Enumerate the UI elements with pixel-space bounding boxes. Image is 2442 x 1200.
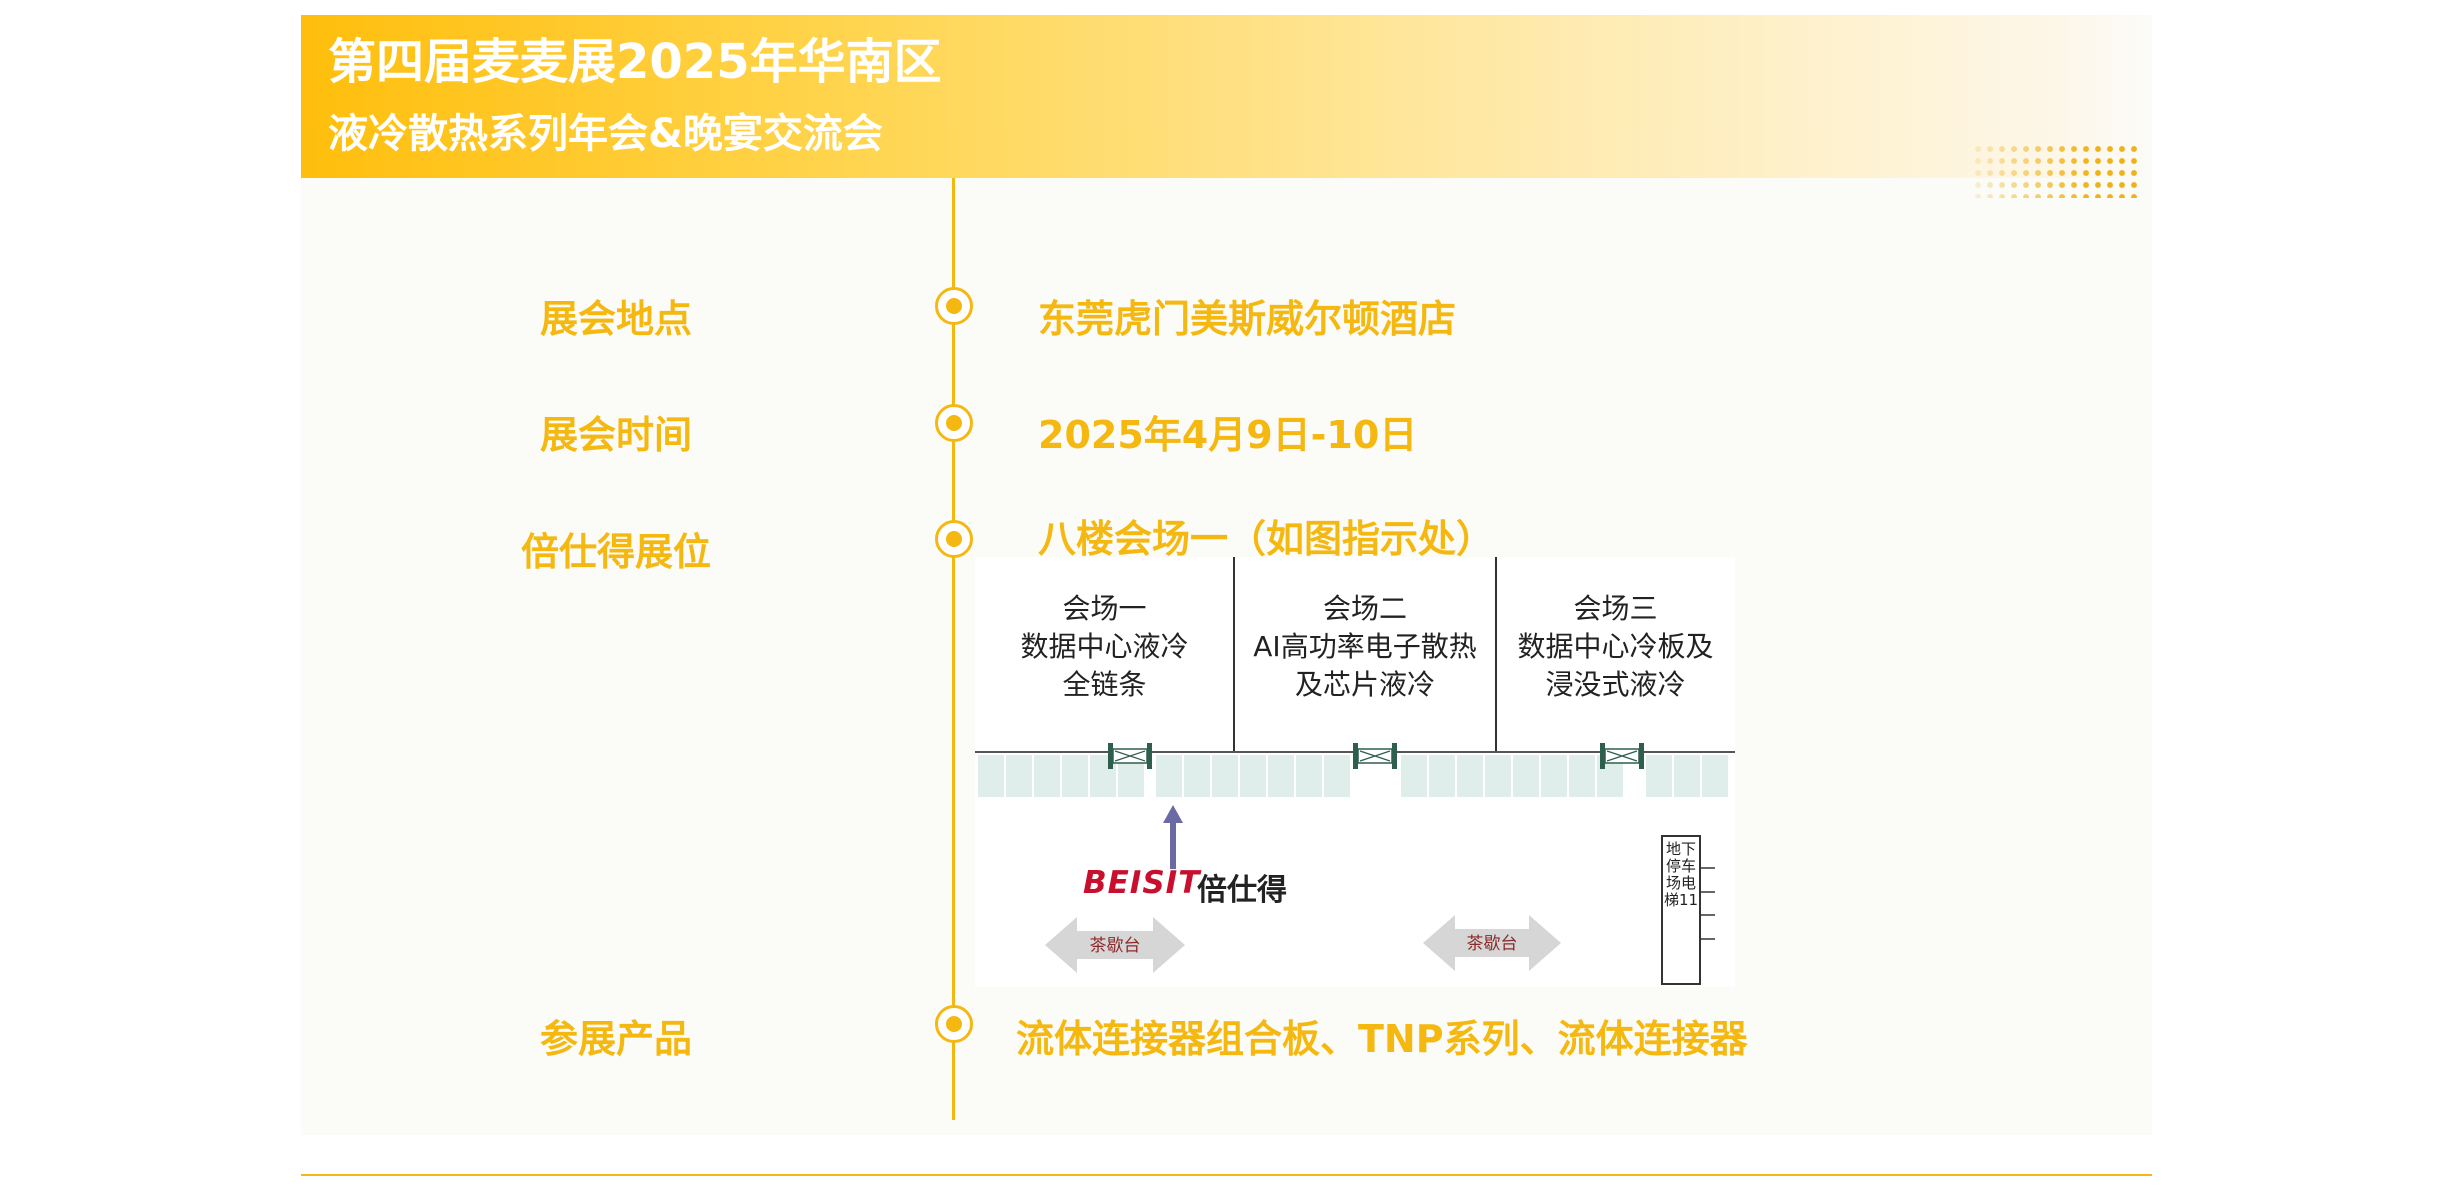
products-label: 参展产品 (539, 1017, 692, 1061)
timeline-marker-venue (935, 287, 973, 325)
timeline-marker-booth (935, 520, 973, 558)
booth-value: 八楼会场一（如图指示处） (1038, 517, 1495, 561)
beisit-brand-name: 倍仕得 (1197, 873, 1287, 908)
tea-break-arrow-1 (1045, 917, 1185, 973)
venue-floor-plan: 会场一 数据中心液冷 全链条 会场二 AI高功率电子散热 及芯片液冷 会场三 数… (975, 557, 1735, 987)
date-label: 展会时间 (539, 413, 692, 457)
beisit-logo: BEISIT (1083, 865, 1201, 901)
decorative-dot-pattern (1972, 143, 2140, 198)
banner-subtitle: 液冷散热系列年会&晚宴交流会 (328, 111, 883, 157)
booth-label: 倍仕得展位 (520, 530, 711, 574)
hall-3-label: 会场三 数据中心冷板及 浸没式液冷 (1517, 592, 1714, 701)
timeline-marker-date (935, 404, 973, 442)
bottom-divider (301, 1174, 2152, 1176)
products-value: 流体连接器组合板、TNP系列、流体连接器 (1016, 1017, 1748, 1061)
timeline-marker-products (935, 1005, 973, 1043)
door-hall-1 (1108, 743, 1152, 769)
tea-break-label-2: 茶歇台 (1466, 934, 1518, 954)
door-hall-2 (1353, 743, 1397, 769)
hall-1-label: 会场一 数据中心液冷 全链条 (1020, 592, 1189, 701)
tea-break-arrow-2 (1423, 915, 1561, 971)
elevator-label: 地下停车场电梯11 (1663, 840, 1699, 909)
venue-value: 东莞虎门美斯威尔顿酒店 (1038, 297, 1457, 341)
tea-break-label-1: 茶歇台 (1089, 936, 1141, 956)
hall-2-label: 会场二 AI高功率电子散热 及芯片液冷 (1253, 592, 1477, 701)
timeline-line (952, 178, 955, 1120)
floor-plan-drawing (975, 557, 1735, 973)
booth-arrow (1163, 805, 1183, 869)
date-value: 2025年4月9日-10日 (1038, 413, 1418, 457)
partition-panels (976, 753, 1730, 799)
banner-title: 第四届麦麦展2025年华南区 (328, 34, 942, 90)
elevator-ticks (1701, 867, 1715, 940)
elevator-box: 地下停车场电梯11 (1661, 835, 1701, 985)
door-hall-3 (1600, 743, 1644, 769)
venue-label: 展会地点 (539, 297, 692, 341)
header-banner (301, 15, 2152, 178)
